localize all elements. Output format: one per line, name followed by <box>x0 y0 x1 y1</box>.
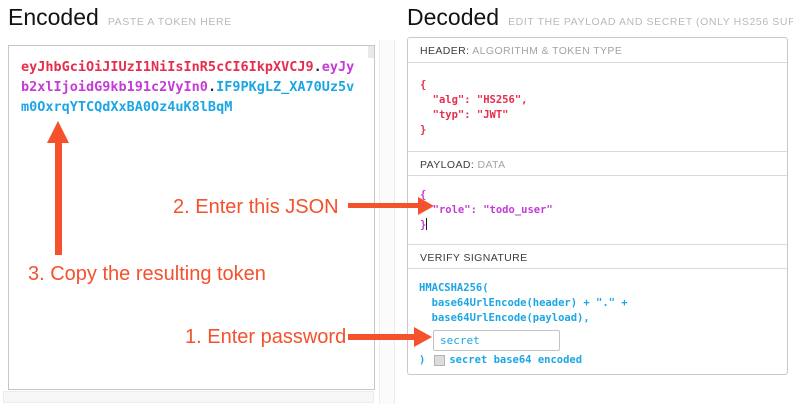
token-signature-part: m0OxrqYTCQdXxBA0Oz4uK8lBqM <box>21 99 233 115</box>
header-section-sublabel: ALGORITHM & TOKEN TYPE <box>472 45 623 57</box>
step2-arrow-head-icon <box>418 196 434 215</box>
panel-divider <box>379 40 395 404</box>
step2-arrow-shaft <box>348 203 420 208</box>
secret-input[interactable] <box>433 330 560 351</box>
token-signature-part: IF9PKgLZ_XA70Uz5v <box>216 79 355 95</box>
header-json-editor[interactable]: { "alg": "HS256", "typ": "JWT" } <box>408 63 787 151</box>
payload-section-sublabel: DATA <box>477 159 506 171</box>
token-header-part: eyJhbGciOiJIUzI1NiIsInR5cCI6IkpXVCJ9 <box>21 59 314 75</box>
signature-section: HMACSHA256( base64UrlEncode(header) + ".… <box>408 269 787 376</box>
step3-arrow-shaft <box>55 142 62 255</box>
closing-paren: ) <box>419 354 426 366</box>
token-textarea[interactable]: eyJhbGciOiJIUzI1NiIsInR5cCI6IkpXVCJ9.eyJ… <box>8 45 375 390</box>
token-line-3: m0OxrqYTCQdXxBA0Oz4uK8lBqM <box>21 97 362 117</box>
header-section-title: HEADER: ALGORITHM & TOKEN TYPE <box>408 38 787 63</box>
vertical-scrollbar-thumb[interactable] <box>368 46 374 58</box>
text-cursor <box>426 218 428 230</box>
step3-arrow-head-icon <box>47 121 69 143</box>
token-line-1: eyJhbGciOiJIUzI1NiIsInR5cCI6IkpXVCJ9.eyJ… <box>21 57 362 77</box>
encoded-title: Encoded <box>8 4 99 30</box>
payload-json-editor[interactable]: { "role": "todo_user" } <box>408 176 787 244</box>
base64-encoded-checkbox[interactable] <box>434 354 446 366</box>
annotation-step1-text: 1. Enter password <box>185 326 347 348</box>
signature-close-row: ) secret base64 encoded <box>419 354 776 366</box>
token-payload-part: b2xlIjoidG9kb191c2VyIn0 <box>21 79 208 95</box>
payload-section-label: PAYLOAD: <box>420 159 475 171</box>
encoded-heading: Encoded PASTE A TOKEN HERE <box>8 4 232 31</box>
step1-arrow-shaft <box>348 334 416 340</box>
encoded-subtitle: PASTE A TOKEN HERE <box>107 16 232 28</box>
token-separator-dot: . <box>313 59 322 75</box>
token-line-2: b2xlIjoidG9kb191c2VyIn0.IF9PKgLZ_XA70Uz5… <box>21 77 362 97</box>
annotation-step2-text: 2. Enter this JSON <box>173 196 339 218</box>
decoded-subtitle: EDIT THE PAYLOAD AND SECRET (ONLY HS256 … <box>508 16 793 28</box>
signature-section-label: VERIFY SIGNATURE <box>420 252 528 264</box>
payload-json-code: { "role": "todo_user" } <box>420 189 553 231</box>
decoded-container: HEADER: ALGORITHM & TOKEN TYPE { "alg": … <box>407 37 788 375</box>
header-section-label: HEADER: <box>420 45 470 57</box>
step1-arrow-head-icon <box>414 327 432 347</box>
payload-section-title: PAYLOAD: DATA <box>408 151 787 176</box>
decoded-title: Decoded <box>407 4 500 30</box>
token-separator-dot: . <box>207 79 217 95</box>
token-payload-part: eyJy <box>321 59 355 75</box>
base64-encoded-label: secret base64 encoded <box>449 354 583 366</box>
header-json-code: { "alg": "HS256", "typ": "JWT" } <box>420 79 528 136</box>
annotation-step3-text: 3. Copy the resulting token <box>28 263 266 285</box>
horizontal-scrollbar-track[interactable] <box>3 391 374 403</box>
signature-section-title: VERIFY SIGNATURE <box>408 244 787 269</box>
decoded-heading: Decoded EDIT THE PAYLOAD AND SECRET (ONLY… <box>407 4 793 31</box>
signature-code: HMACSHA256( base64UrlEncode(header) + ".… <box>419 282 628 324</box>
